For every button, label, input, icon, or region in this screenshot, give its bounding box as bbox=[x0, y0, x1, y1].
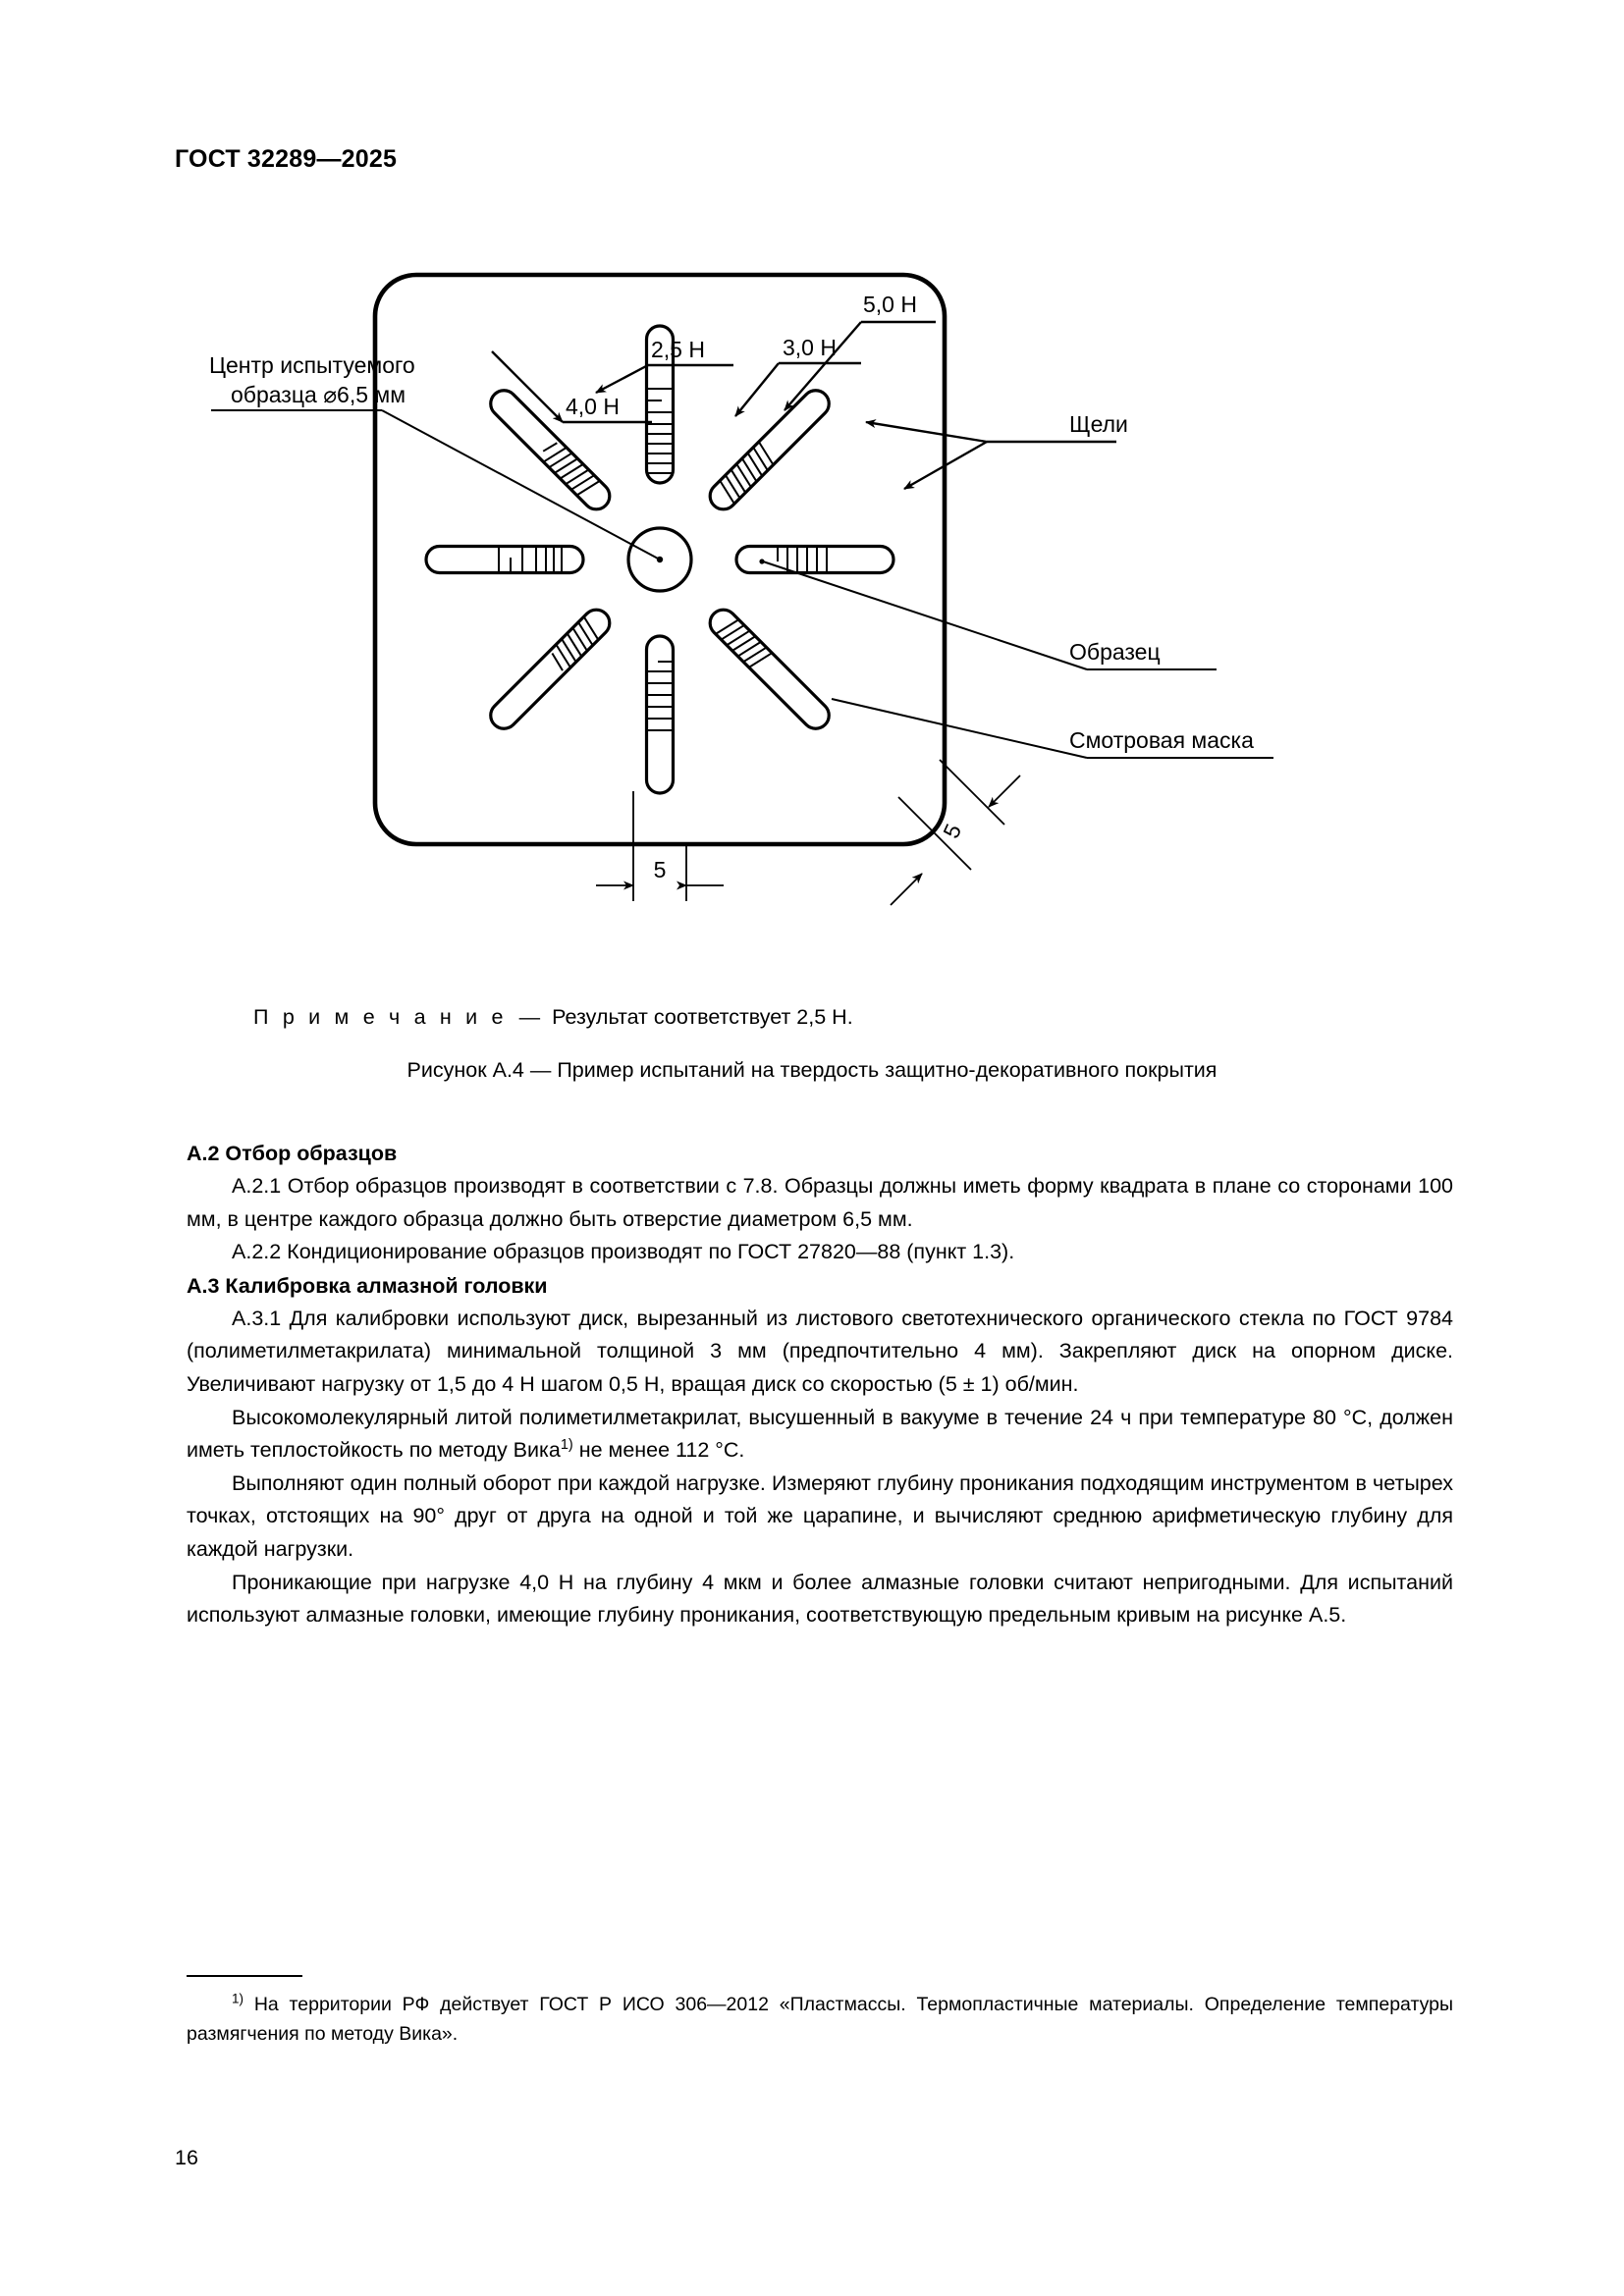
paragraph-a2-2: А.2.2 Кондиционирование образцов произво… bbox=[232, 1240, 1015, 1264]
slot-top bbox=[644, 324, 676, 485]
page-number: 16 bbox=[175, 2146, 198, 2169]
label-center-line1: Центр испытуемого bbox=[209, 352, 415, 378]
footnote-marker: 1) bbox=[232, 1991, 244, 2006]
leader-load-2-5 bbox=[595, 363, 733, 395]
footnote-reference-1[interactable]: 1) bbox=[560, 1437, 573, 1453]
label-load-3-0: 3,0 Н bbox=[783, 335, 837, 360]
dimension-bottom bbox=[596, 791, 724, 901]
heading-a2: А.2 Отбор образцов bbox=[187, 1142, 398, 1165]
footnote-separator bbox=[187, 1975, 302, 1977]
label-load-4-0: 4,0 Н bbox=[566, 394, 620, 419]
label-load-2-5: 2,5 Н bbox=[651, 337, 705, 362]
note-label: П р и м е ч а н и е bbox=[253, 1005, 508, 1029]
paragraph-a3-3: Проникающие при нагрузке 4,0 Н на глубин… bbox=[187, 1570, 1453, 1628]
figure-a4: 4,0 Н 2,5 Н 3,0 Н 5,0 Н bbox=[0, 245, 1624, 991]
note-text: Результат соответствует 2,5 Н. bbox=[552, 1005, 853, 1029]
slot-right bbox=[734, 544, 895, 575]
footnote-content: На территории РФ действует ГОСТ Р ИСО 30… bbox=[187, 1994, 1454, 2045]
label-load-5-0: 5,0 Н bbox=[863, 292, 917, 317]
slot-lower-right bbox=[703, 603, 837, 736]
leader-center-hole bbox=[211, 409, 661, 561]
footnote-block: 1) На территории РФ действует ГОСТ Р ИСО… bbox=[187, 1975, 1453, 2049]
figure-note: П р и м е ч а н и е — Результат соответс… bbox=[253, 1005, 853, 1030]
label-dim-bottom: 5 bbox=[654, 857, 667, 882]
document-header-standard-number: ГОСТ 32289—2025 bbox=[175, 145, 398, 173]
dimension-corner bbox=[890, 759, 1021, 906]
leader-slots bbox=[865, 419, 1116, 491]
note-dash: — bbox=[518, 1005, 541, 1029]
slot-upper-left bbox=[483, 383, 617, 516]
slot-upper-right bbox=[703, 383, 837, 516]
leader-load-4-0 bbox=[491, 350, 652, 424]
paragraph-a3-1: А.3.1 Для калибровки используют диск, вы… bbox=[187, 1306, 1453, 1396]
figure-caption: Рисунок А.4 — Пример испытаний на твердо… bbox=[406, 1058, 1218, 1082]
figure-a4-drawing: 4,0 Н 2,5 Н 3,0 Н 5,0 Н bbox=[209, 272, 1273, 906]
paragraph-a3-2: Выполняют один полный оборот при каждой … bbox=[187, 1470, 1453, 1561]
slot-left bbox=[424, 544, 585, 575]
label-slots: Щели bbox=[1069, 411, 1128, 437]
paragraph-vika-after: не менее 112 °C. bbox=[572, 1438, 745, 1463]
paragraph-vika: Высокомолекулярный литой полиметилметакр… bbox=[187, 1402, 1453, 1468]
label-center-line2: образца ⌀6,5 мм bbox=[231, 382, 406, 407]
leader-specimen bbox=[762, 561, 1217, 670]
leader-mask bbox=[831, 698, 1273, 759]
paragraph-a2-1: А.2.1 Отбор образцов производят в соотве… bbox=[187, 1174, 1453, 1231]
paragraph-vika-before: Высокомолекулярный литой полиметилметакр… bbox=[187, 1405, 1453, 1463]
label-mask: Смотровая маска bbox=[1069, 727, 1254, 753]
slot-lower-left bbox=[483, 603, 617, 736]
label-dim-corner: 5 bbox=[938, 820, 966, 842]
slot-bottom bbox=[644, 634, 676, 795]
label-specimen: Образец bbox=[1069, 639, 1161, 665]
footnote-1: 1) На территории РФ действует ГОСТ Р ИСО… bbox=[187, 1990, 1453, 2049]
heading-a3: А.3 Калибровка алмазной головки bbox=[187, 1273, 548, 1298]
leader-load-3-0 bbox=[734, 361, 861, 417]
page-body: А.2 Отбор образцов А.2.1 Отбор образцов … bbox=[187, 1137, 1453, 1632]
leader-load-5-0 bbox=[784, 320, 936, 411]
